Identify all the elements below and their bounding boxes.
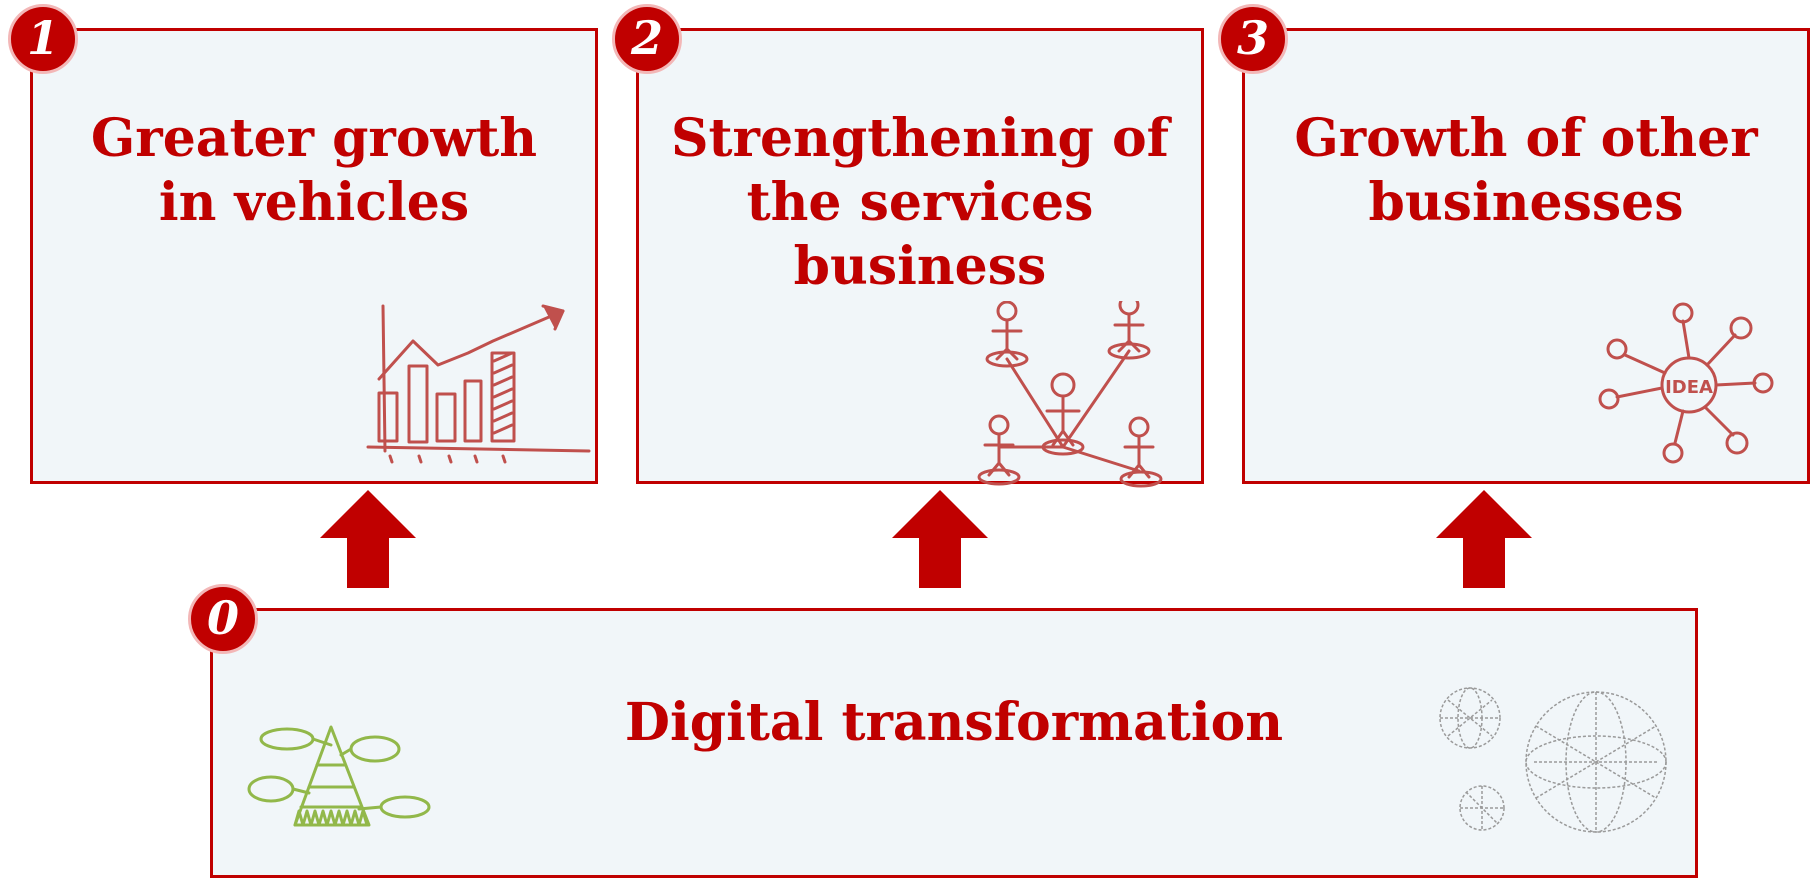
badge-1: 1 (8, 4, 78, 74)
badge-0: 0 (188, 584, 258, 654)
box-title: Strengthening of the services business (670, 108, 1169, 297)
box-title: Greater growth in vehicles (90, 108, 538, 233)
box-greater-growth-vehicles: Greater growth in vehicles (30, 28, 598, 484)
people-network-icon (977, 301, 1163, 488)
badge-3: 3 (1218, 4, 1288, 74)
pyramid-icon (247, 725, 431, 827)
badge-2: 2 (612, 4, 682, 74)
up-arrow-icon (320, 490, 416, 588)
box-title: Growth of other businesses (1294, 108, 1758, 233)
svg-text:IDEA: IDEA (1665, 377, 1713, 398)
growth-chart-icon (366, 304, 591, 464)
idea-network-icon: IDEA (1598, 302, 1774, 464)
up-arrow-icon (1436, 490, 1532, 588)
globe-network-icon (1439, 687, 1667, 833)
box-digital-transformation: Digital transformation (210, 608, 1698, 878)
up-arrow-icon (892, 490, 988, 588)
box-growth-other-businesses: Growth of other businesses IDEA (1242, 28, 1810, 484)
box-title: Digital transformation (624, 692, 1284, 753)
box-strengthening-services: Strengthening of the services business (636, 28, 1204, 488)
